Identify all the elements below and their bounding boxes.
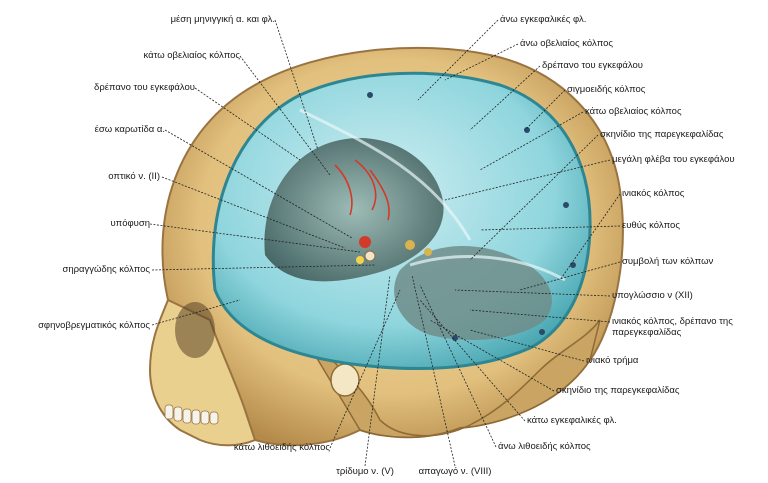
label-great-cerebral-vein: μεγάλη φλέβα του εγκεφάλου [612,154,735,165]
label-sphenoparietal-sinus: σφηνοβρεγματικός κόλπος [38,320,150,331]
leader-line [411,274,456,467]
leader-line [164,129,353,239]
leader-line [469,329,585,362]
label-occipital-sinus-falx-cerebelli: ινιακός κόλπος, δρέπανο της παρεγκεφαλίδ… [612,316,733,338]
label-falx-cerebri-left: δρέπανο του εγκεφάλου [94,82,195,93]
leader-line [444,43,519,81]
label-tentorium-1: σκηνίδιο της παρεγκεφαλίδας [600,129,724,140]
label-superior-cerebral-veins: άνω εγκεφαλικές φλ. [500,14,587,25]
label-pituitary: υπόφυση [110,218,150,229]
label-inferior-sagittal-left: κάτω οβελιαίος κόλπος [143,50,240,61]
leader-line [149,223,361,253]
orbit [175,302,215,358]
label-cavernous-sinus: σηραγγώδης κόλπος [62,264,150,275]
label-foramen-magnum: ινιακό τρήμα [586,355,639,366]
upper-teeth [164,404,219,425]
leader-line [479,225,621,231]
leader-lines [149,19,621,467]
label-inferior-petrosal: κάτω λιθοειδής κόλπος [233,442,330,453]
ear-canal [330,363,360,397]
leader-line [469,309,611,323]
label-tentorium-2: σκηνίδιο της παρεγκεφαλίδας [556,385,680,396]
label-inferior-cerebral-veins: κάτω εγκεφαλικές φλ. [527,415,617,426]
label-occipital-sinus-1: ινιακός κόλπος [622,188,685,199]
leader-line [429,319,555,392]
label-trigeminal: τρίδυμο ν. (V) [336,466,394,477]
leader-line [151,299,241,326]
label-inferior-sagittal-right: κάτω οβελιαίος κόλπος [585,106,682,117]
leader-line [419,299,526,422]
label-straight-sinus: ευθύς κόλπος [622,220,680,231]
sella-region [356,236,432,264]
label-superior-petrosal: άνω λιθοειδής κόλπος [498,441,591,452]
leader-line [454,289,611,297]
skull-base [299,319,601,439]
label-abducens: απαγωγό ν. (VIII) [418,466,492,477]
label-confluence: συμβολή των κόλπων [622,256,714,267]
leader-line [274,19,319,151]
label-sigmoid-sinus: σιγμοειδής κόλπος [567,84,646,95]
leader-line [524,89,566,131]
leader-line [239,55,331,176]
leader-line [469,134,599,261]
leader-line [161,176,346,249]
leader-line [444,159,611,201]
leader-line [417,19,499,101]
leader-line [151,264,376,271]
label-hypoglossal: υπογλώσσιο ν (XII) [612,290,693,301]
leader-line [329,289,401,449]
label-middle-meningeal: μέση μηνιγγική α. και φλ. [170,14,275,25]
posterior-fossa [394,246,552,340]
leader-line [469,65,541,131]
cerebral-veins [334,159,390,221]
tentorium [409,255,566,282]
leader-line [419,284,497,448]
falx-cerebri [299,108,472,241]
label-falx-cerebri-right: δρέπανο του εγκεφάλου [542,60,643,71]
leader-line [479,111,584,171]
label-optic-nerve: οπτικό ν. (II) [108,171,160,182]
leader-line [364,274,391,467]
label-superior-sagittal-sinus: άνω οβελιαίος κόλπος [520,38,614,49]
cranial-cavity [264,138,444,282]
label-internal-carotid: έσω καρωτίδα α. [94,124,165,135]
leader-line [194,87,301,161]
